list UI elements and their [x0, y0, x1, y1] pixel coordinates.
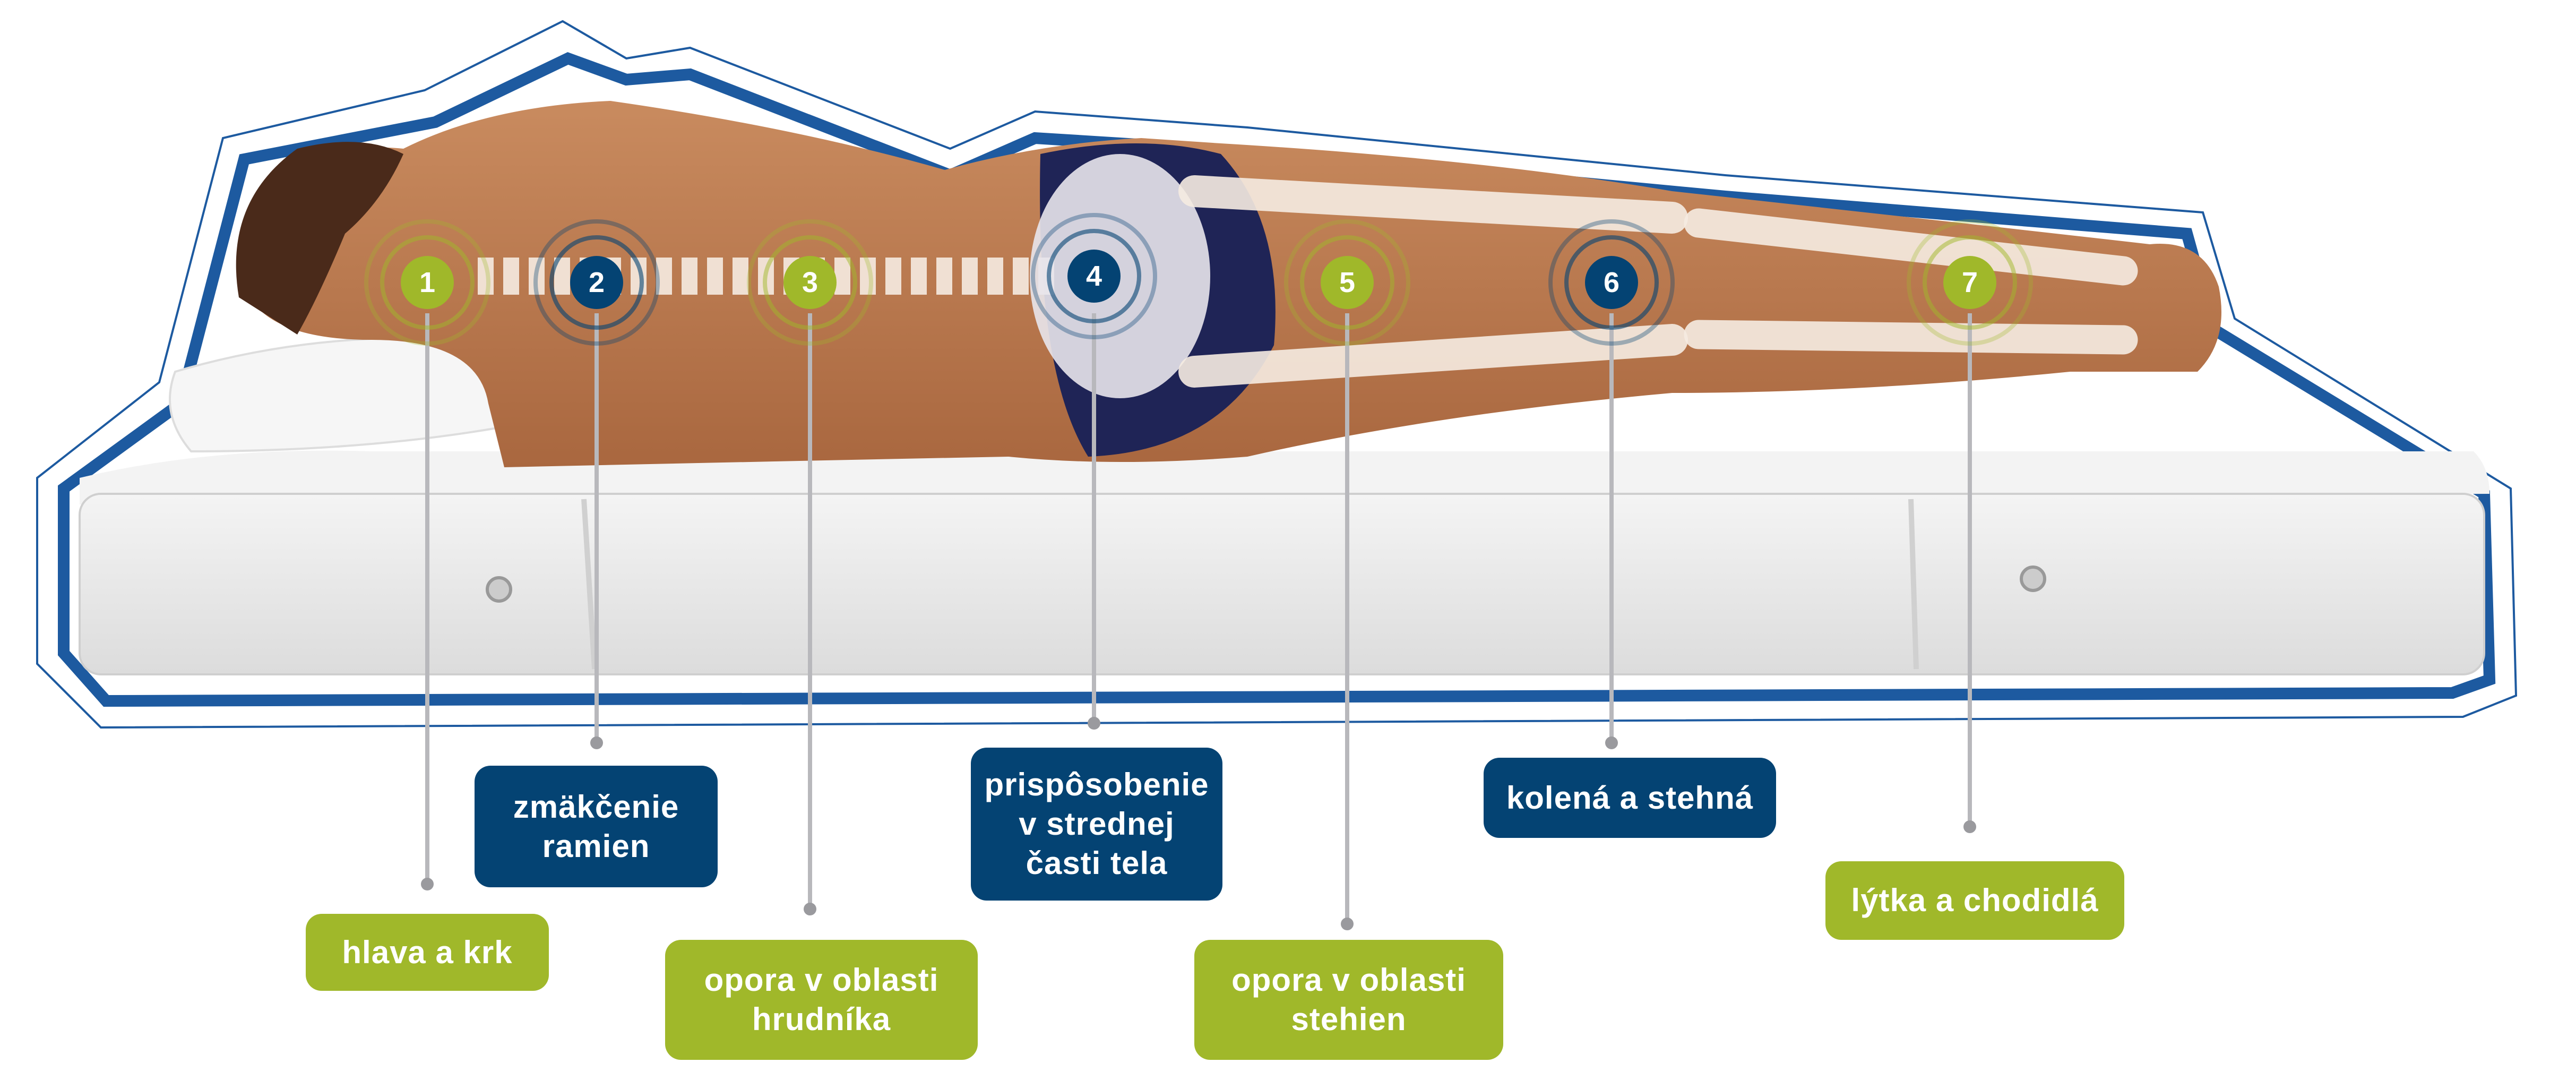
- hair: [236, 142, 403, 335]
- zone-number-1: 1: [401, 256, 454, 309]
- tibia-upper: [1684, 208, 2138, 286]
- femur-upper: [1178, 175, 1688, 234]
- zone-number-4: 4: [1067, 250, 1121, 303]
- zone-label-chest: opora v oblasti hrudníka: [665, 940, 978, 1060]
- leader-lines: [425, 313, 1972, 924]
- ring-marker-4: [1031, 213, 1157, 339]
- zone-number-2: 2: [570, 256, 623, 309]
- vent-icon: [2020, 566, 2046, 592]
- ring-marker-1: [364, 219, 490, 346]
- ring-marker-6: [1548, 219, 1675, 346]
- outer-outline: [36, 20, 2518, 729]
- zone-number-3: 3: [783, 256, 837, 309]
- ring-marker-3: [747, 219, 873, 346]
- zone-number-6: 6: [1585, 256, 1638, 309]
- femur-lower: [1178, 324, 1688, 388]
- zone-label-calves-feet: lýtka a chodidlá: [1825, 861, 2124, 940]
- zone-label-thighs: opora v oblasti stehien: [1194, 940, 1503, 1060]
- tibia-lower: [1684, 320, 2138, 355]
- vent-icon: [486, 576, 512, 603]
- zone-label-shoulders: zmäkčenie ramien: [475, 766, 718, 887]
- zone-label-knees: kolená a stehná: [1484, 758, 1776, 838]
- zone-label-head-neck: hlava a krk: [306, 914, 549, 991]
- zone-number-7: 7: [1943, 256, 1996, 309]
- ring-marker-5: [1284, 219, 1410, 346]
- zone-number-5: 5: [1321, 256, 1374, 309]
- mattress-side: [79, 493, 2485, 675]
- mattress-top: [80, 450, 2489, 504]
- ring-marker-7: [1907, 219, 2033, 346]
- ring-marker-2: [533, 219, 660, 346]
- leader-dots: [421, 717, 1976, 930]
- zone-label-midbody: prispôsobenie v strednej časti tela: [971, 748, 1222, 901]
